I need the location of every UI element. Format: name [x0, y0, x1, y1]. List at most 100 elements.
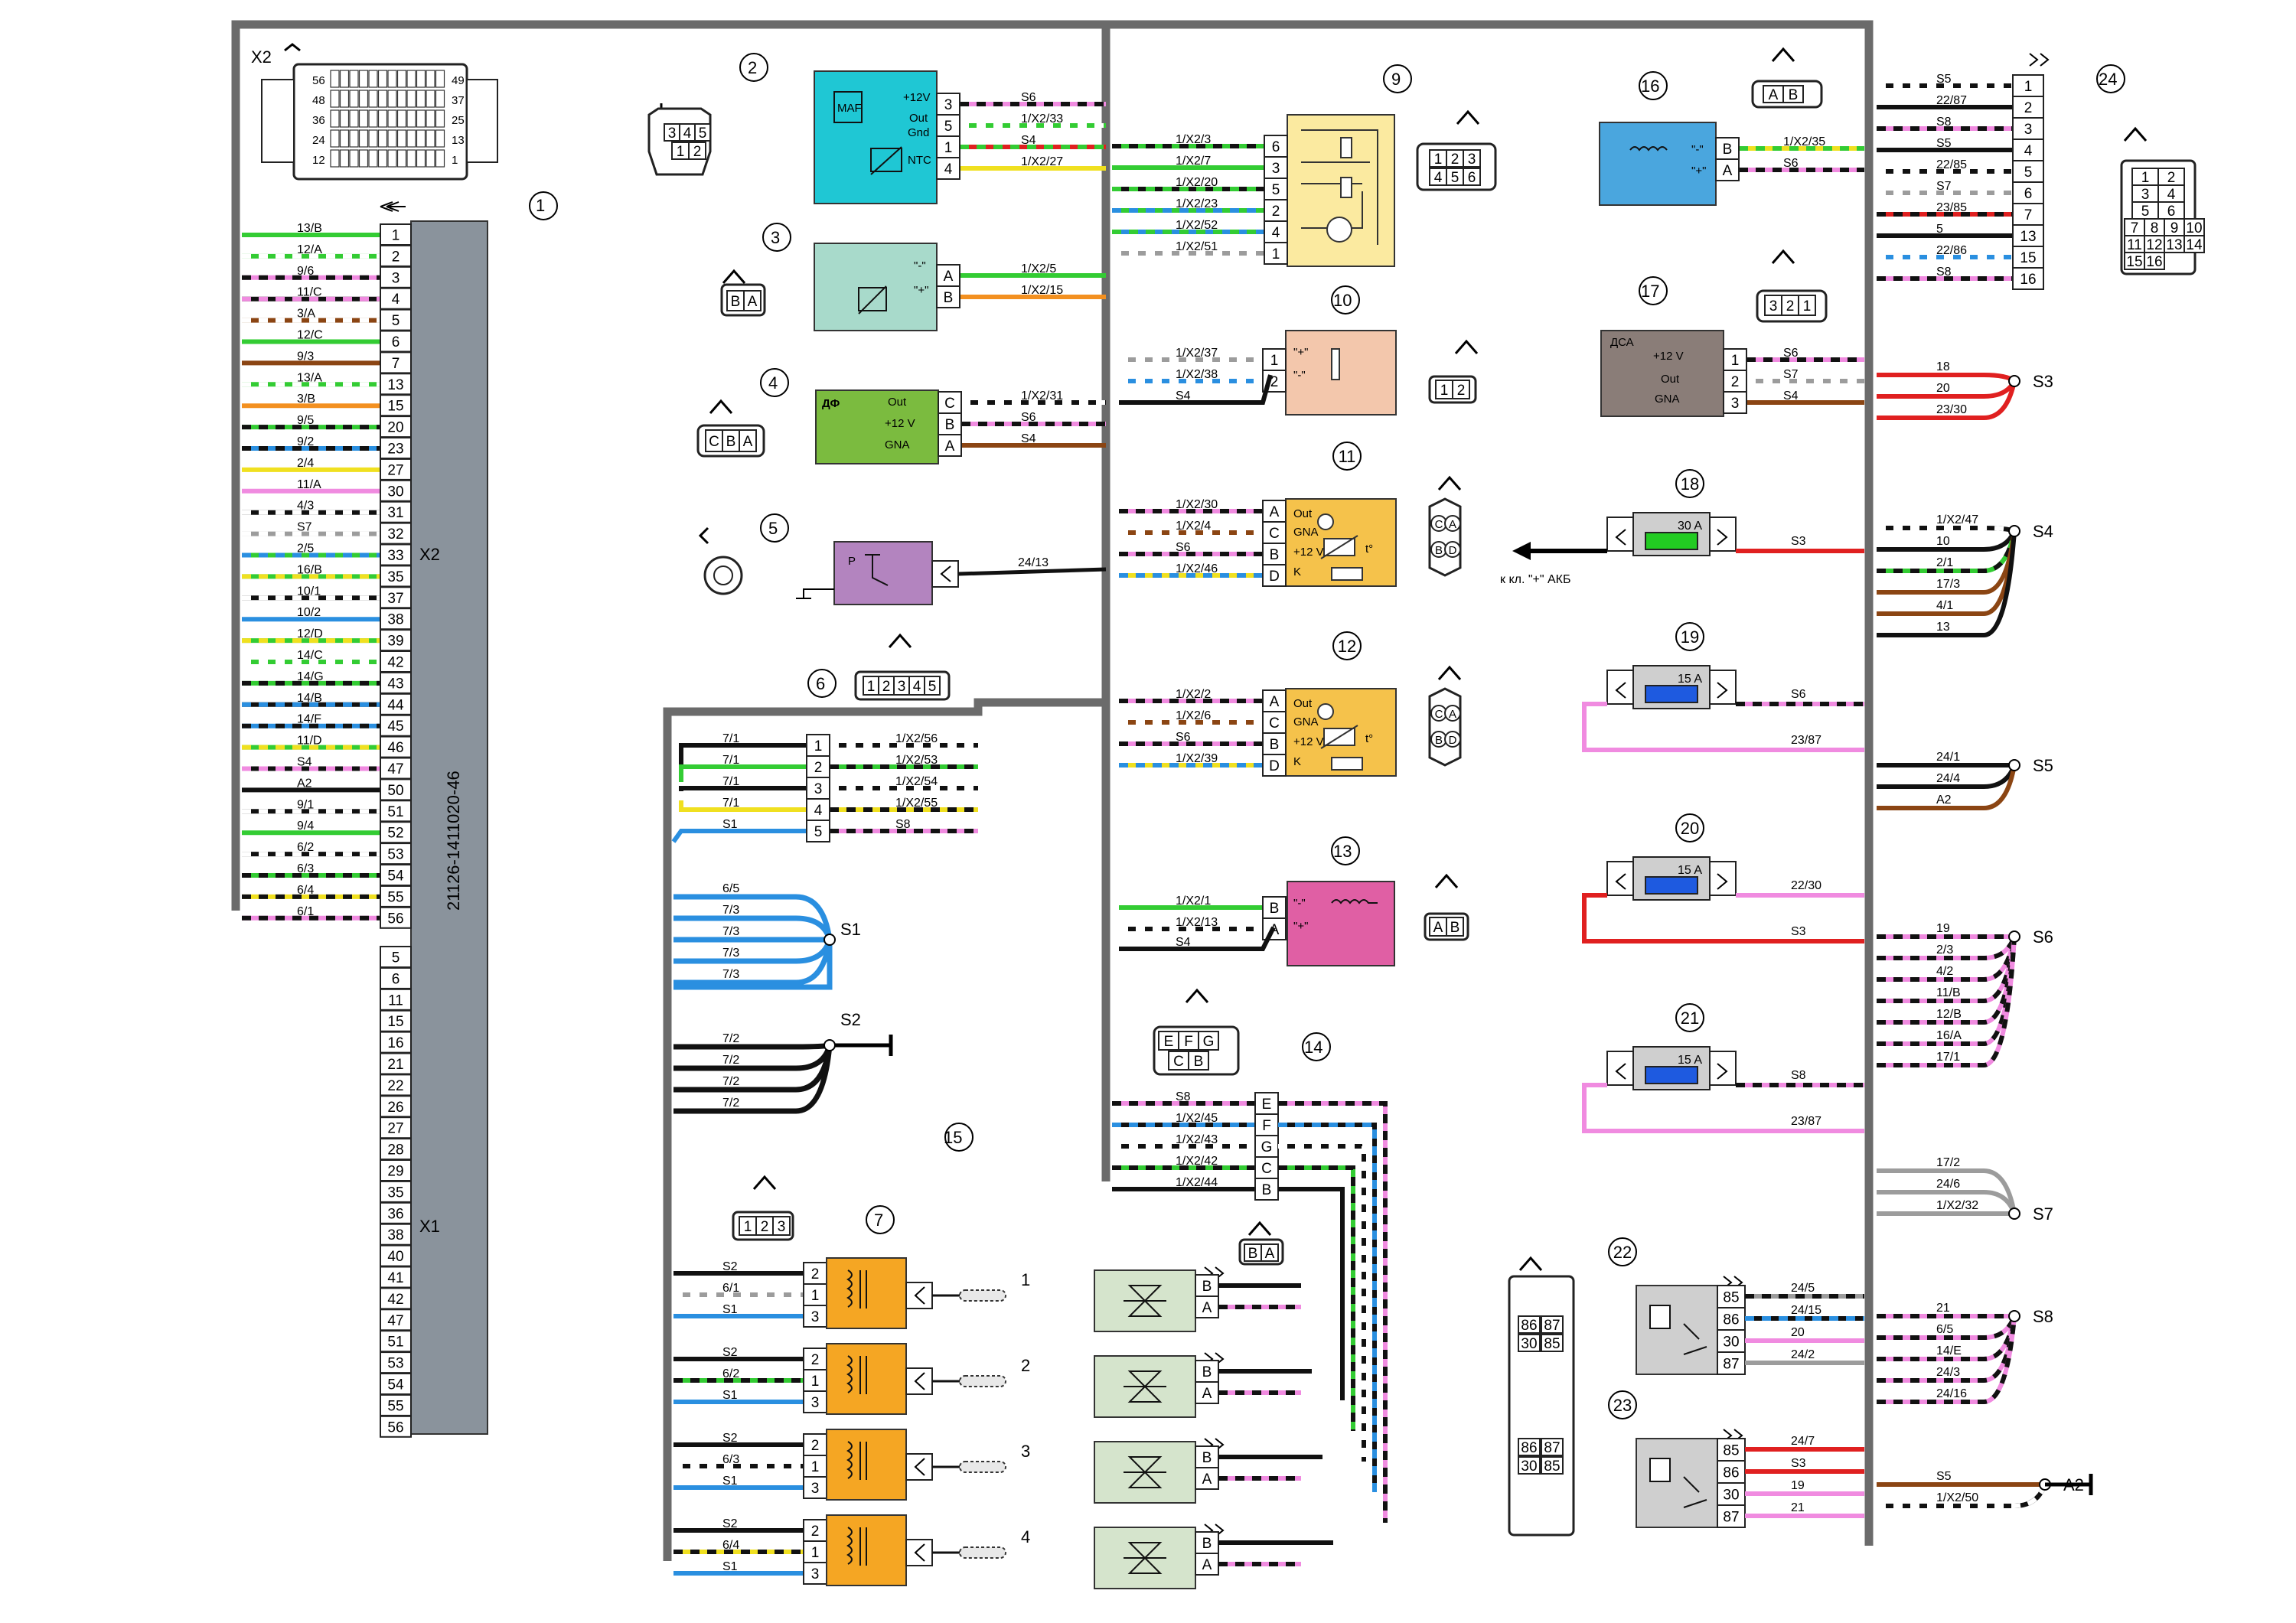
wire-label: 7/1	[722, 775, 739, 788]
x2-wire-label: 11/C	[297, 286, 322, 299]
o2-heater	[1331, 757, 1363, 771]
pin	[806, 734, 830, 757]
svg-text:"-": "-"	[1691, 143, 1704, 156]
pin-label: 6	[2024, 186, 2033, 202]
x2-pin-number: 36	[312, 114, 325, 127]
svg-text:NTC: NTC	[908, 154, 931, 167]
pin-label: 28	[387, 1142, 403, 1159]
wire-label: S2	[722, 1432, 738, 1445]
wire-label: 23/30	[1936, 403, 1967, 416]
label: K	[1293, 755, 1301, 768]
callout-number: 12	[1338, 637, 1356, 656]
pin-label: 32	[387, 526, 403, 543]
x2-pin	[380, 693, 412, 715]
pin-label: B	[1450, 920, 1460, 936]
pin-label: 2	[1731, 374, 1740, 390]
pin	[2012, 224, 2044, 247]
pin-label: 3	[1731, 396, 1740, 412]
plug-cell	[772, 1216, 791, 1236]
fuse-element	[1645, 1066, 1698, 1084]
pin	[1262, 732, 1287, 755]
label: GNA	[1293, 715, 1319, 728]
wire-label: 17/1	[1936, 1051, 1960, 1064]
wire	[679, 743, 807, 773]
x2-cell	[396, 90, 407, 108]
x2-pin	[380, 906, 412, 929]
wire-label: S6	[1021, 91, 1036, 104]
splice-label: S2	[840, 1010, 861, 1029]
x2-cell	[406, 129, 416, 148]
pin-label: 16	[387, 1035, 403, 1051]
relay-block: 228524/58624/1530208724/2238524/786S3301…	[1608, 1237, 1864, 1528]
wire	[671, 829, 807, 843]
coil-winding	[846, 1269, 867, 1309]
x1-pin	[380, 966, 412, 989]
fuse-socket	[1606, 517, 1634, 552]
pin-label: B	[1723, 142, 1733, 158]
x2-cell	[435, 149, 445, 168]
x2-cell	[416, 90, 426, 108]
x1-pin	[380, 1074, 412, 1097]
relay-plug-cell	[1518, 1456, 1541, 1475]
x1-pin	[380, 1138, 412, 1161]
wire-label: 1/X2/43	[1176, 1133, 1218, 1146]
pin-label: A	[1433, 920, 1443, 936]
x2-cell	[349, 149, 359, 168]
pin	[1264, 178, 1288, 200]
pin	[1195, 1445, 1219, 1468]
pin-label: 27	[387, 462, 403, 478]
x2-pin	[380, 864, 412, 886]
pin-label: 16	[2020, 272, 2036, 288]
splice-node	[2008, 525, 2020, 537]
wire-label: 7/3	[722, 968, 739, 981]
pin	[2012, 203, 2044, 226]
pin-label: 3	[668, 125, 677, 142]
x2-wire-label: 2/4	[297, 457, 314, 470]
pin-label: 3	[811, 1481, 820, 1497]
x2-cell	[387, 149, 397, 168]
x2-cell	[349, 109, 359, 128]
splice-label: S4	[2033, 522, 2053, 541]
pin-label: 2	[693, 144, 702, 160]
wire-label: 7/3	[722, 904, 739, 917]
pin-label: 50	[387, 783, 403, 799]
x2-cell	[377, 90, 388, 108]
svg-text:"-": "-"	[914, 259, 926, 272]
x2-pin	[380, 778, 412, 801]
relay-plug-cell	[1541, 1456, 1564, 1475]
pin-label: 3	[811, 1566, 820, 1582]
plug-pin	[1444, 541, 1461, 558]
plug-pin	[1444, 731, 1461, 748]
wire-label: 5	[1936, 223, 1943, 236]
x2-pin-number: 24	[312, 134, 325, 147]
spark-plug-socket	[905, 1282, 933, 1309]
pin-label: G	[1203, 1034, 1215, 1050]
ecu-x1-pins: 5611151621222627282935363840414247515354…	[380, 946, 412, 1438]
pin-label: A	[743, 434, 753, 450]
callout	[1332, 442, 1362, 471]
pin-label: 15	[2126, 254, 2142, 270]
pin-label: A	[945, 438, 955, 455]
pin-label: 1	[944, 140, 953, 156]
pin-label: 6	[392, 971, 400, 987]
wire-label: S1	[722, 1389, 738, 1402]
pin	[806, 777, 830, 800]
pin-label: 1	[811, 1545, 820, 1561]
coil-winding	[846, 1441, 867, 1480]
fuse-rating: 15 A	[1678, 673, 1702, 686]
pin	[936, 285, 960, 308]
wire-label: 6/5	[1936, 1323, 1953, 1336]
plug-pin-label: A	[1449, 708, 1456, 721]
wire	[679, 800, 807, 812]
pin	[806, 755, 830, 778]
callout	[1332, 631, 1362, 660]
wire	[1582, 1083, 1864, 1133]
x2-cell	[426, 129, 435, 148]
wire-label: S5	[1936, 73, 1952, 86]
pin-label: 22	[387, 1078, 403, 1094]
plug-pin-label: A	[1449, 518, 1456, 531]
x2-cell	[368, 109, 378, 128]
x2-pin	[380, 821, 412, 844]
x2-wire-label: 11/A	[297, 478, 321, 491]
